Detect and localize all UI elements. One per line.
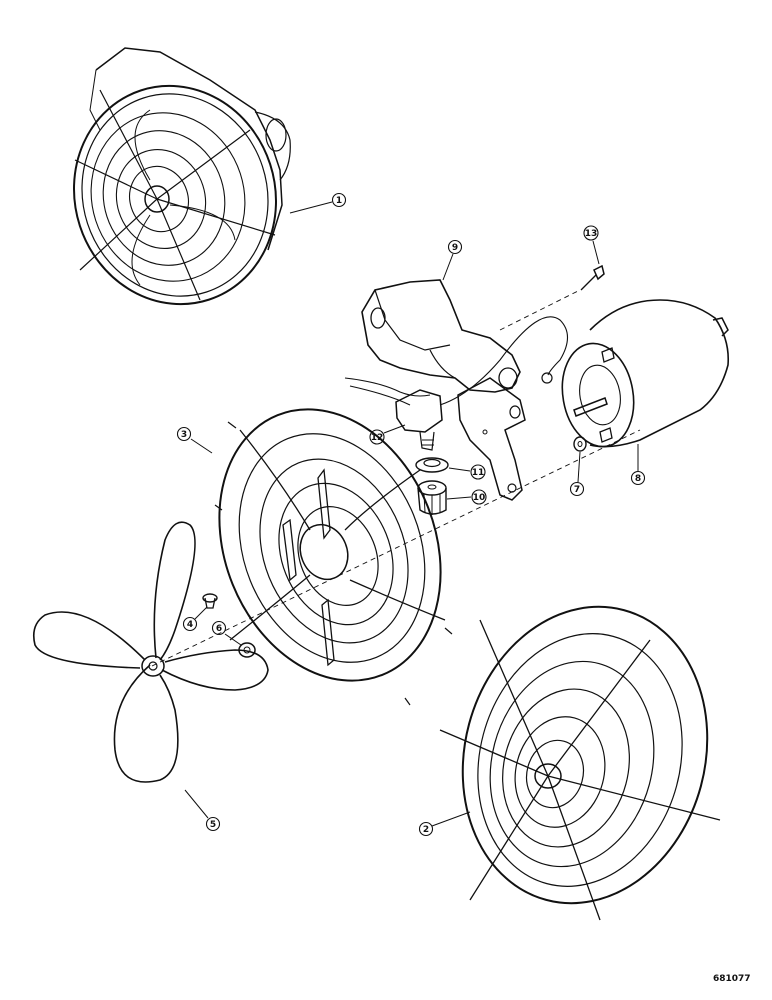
callout-10: 10 xyxy=(446,489,487,505)
washer-part-7 xyxy=(573,436,587,452)
nut-part-11 xyxy=(415,457,449,473)
callout-label-11: 11 xyxy=(472,468,485,478)
callout-13: 13 xyxy=(583,225,600,265)
callout-label-1: 1 xyxy=(336,196,342,206)
knob-part-10 xyxy=(417,480,447,515)
callout-1: 1 xyxy=(289,192,347,214)
callout-3: 3 xyxy=(176,426,213,454)
callout-label-3: 3 xyxy=(181,430,187,440)
assembly-centerlines xyxy=(151,289,641,667)
callout-9: 9 xyxy=(442,239,463,281)
callout-2: 2 xyxy=(418,811,471,837)
callout-label-10: 10 xyxy=(473,493,486,503)
callout-label-8: 8 xyxy=(635,474,641,484)
callout-label-5: 5 xyxy=(210,820,216,830)
callout-5: 5 xyxy=(184,789,221,832)
callout-label-12: 12 xyxy=(371,433,384,443)
switch-part-12 xyxy=(344,316,569,451)
callout-4: 4 xyxy=(182,606,208,632)
callout-label-9: 9 xyxy=(452,243,458,253)
callout-7: 7 xyxy=(569,451,585,497)
screw-part-13 xyxy=(580,264,605,291)
callout-label-13: 13 xyxy=(585,229,598,239)
fan-blade-part-5 xyxy=(32,521,269,783)
screw-part-4 xyxy=(202,593,218,609)
assembled-fan-part-1 xyxy=(73,47,291,306)
callout-6: 6 xyxy=(211,620,242,646)
callout-label-7: 7 xyxy=(574,485,580,495)
front-guard-part-2 xyxy=(439,605,721,921)
drawing-reference-number: 681077 xyxy=(713,974,751,984)
callout-11: 11 xyxy=(448,464,486,480)
callout-12: 12 xyxy=(369,424,406,445)
motor-part-8 xyxy=(561,299,730,448)
callout-label-4: 4 xyxy=(187,620,193,630)
rear-guard-part-3 xyxy=(214,408,453,706)
callout-label-6: 6 xyxy=(216,624,222,634)
bracket-housing-part-9 xyxy=(361,279,526,501)
callout-8: 8 xyxy=(630,444,646,486)
callout-label-2: 2 xyxy=(423,825,429,835)
